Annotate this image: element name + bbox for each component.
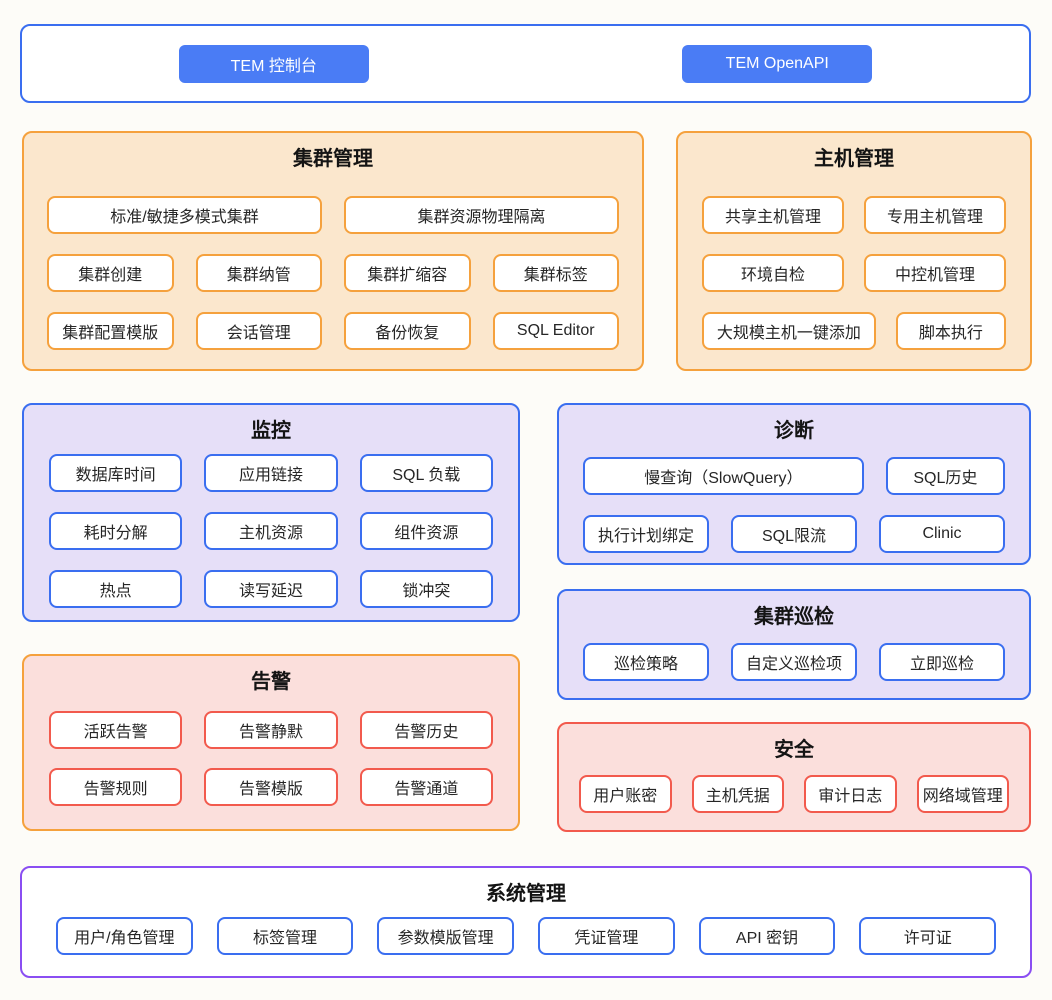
tem-openapi-button[interactable]: TEM OpenAPI (682, 44, 873, 83)
feature-user-credentials[interactable]: 用户账密 (579, 775, 672, 813)
host-row-2: 环境自检 中控机管理 (702, 254, 1006, 292)
feature-cluster-create[interactable]: 集群创建 (47, 254, 174, 292)
feature-read-write-latency[interactable]: 读写延迟 (204, 570, 338, 608)
feature-alert-silence[interactable]: 告警静默 (204, 711, 338, 749)
monitoring-title: 监控 (251, 420, 291, 442)
alerts-row-2: 告警规则 告警模版 告警通道 (49, 768, 493, 806)
feature-database-time[interactable]: 数据库时间 (49, 454, 183, 492)
section-system-management: 系统管理 用户/角色管理 标签管理 参数模版管理 凭证管理 API 密钥 许可证 (20, 866, 1032, 978)
cluster-management-title: 集群管理 (293, 148, 373, 170)
feature-param-template-mgmt[interactable]: 参数模版管理 (377, 917, 515, 955)
section-security: 安全 用户账密 主机凭据 审计日志 网络域管理 (557, 722, 1031, 832)
feature-app-connection[interactable]: 应用链接 (204, 454, 338, 492)
tem-console-button[interactable]: TEM 控制台 (178, 44, 369, 83)
feature-active-alerts[interactable]: 活跃告警 (49, 711, 183, 749)
feature-custom-inspection-items[interactable]: 自定义巡检项 (731, 643, 857, 681)
feature-cluster-scaling[interactable]: 集群扩缩容 (344, 254, 471, 292)
feature-network-domain-mgmt[interactable]: 网络域管理 (916, 775, 1009, 813)
feature-dedicated-host-mgmt[interactable]: 专用主机管理 (864, 196, 1006, 234)
inspection-row-1: 巡检策略 自定义巡检项 立即巡检 (583, 643, 1005, 681)
feature-hotspot[interactable]: 热点 (49, 570, 183, 608)
section-host-management: 主机管理 共享主机管理 专用主机管理 环境自检 中控机管理 大规模主机一键添加 … (676, 131, 1032, 371)
host-row-1: 共享主机管理 专用主机管理 (702, 196, 1006, 234)
monitoring-row-3: 热点 读写延迟 锁冲突 (49, 570, 493, 608)
feature-api-key[interactable]: API 密钥 (698, 917, 836, 955)
monitoring-row-2: 耗时分解 主机资源 组件资源 (49, 512, 493, 550)
diagnosis-title: 诊断 (774, 420, 814, 442)
feature-audit-log[interactable]: 审计日志 (804, 775, 897, 813)
feature-host-credentials[interactable]: 主机凭据 (691, 775, 784, 813)
system-row-1: 用户/角色管理 标签管理 参数模版管理 凭证管理 API 密钥 许可证 (56, 917, 997, 955)
diagnosis-row-1: 慢查询（SlowQuery） SQL历史 (583, 457, 1005, 495)
feature-inspection-policy[interactable]: 巡检策略 (583, 643, 709, 681)
feature-shared-host-mgmt[interactable]: 共享主机管理 (702, 196, 844, 234)
section-cluster-inspection: 集群巡检 巡检策略 自定义巡检项 立即巡检 (557, 589, 1031, 700)
section-monitoring: 监控 数据库时间 应用链接 SQL 负载 耗时分解 主机资源 组件资源 热点 读… (22, 403, 520, 622)
feature-lock-conflict[interactable]: 锁冲突 (359, 570, 493, 608)
feature-script-execution[interactable]: 脚本执行 (895, 312, 1006, 350)
feature-env-self-check[interactable]: 环境自检 (702, 254, 844, 292)
feature-bulk-host-add[interactable]: 大规模主机一键添加 (702, 312, 876, 350)
feature-alert-channels[interactable]: 告警通道 (359, 768, 493, 806)
feature-slow-query[interactable]: 慢查询（SlowQuery） (583, 457, 864, 495)
feature-inspect-now[interactable]: 立即巡检 (879, 643, 1005, 681)
alerts-title: 告警 (251, 671, 291, 693)
entry-bar: TEM 控制台 TEM OpenAPI (20, 24, 1031, 103)
feature-tag-mgmt[interactable]: 标签管理 (216, 917, 354, 955)
feature-cluster-config-template[interactable]: 集群配置模版 (47, 312, 174, 350)
cluster-row-3: 集群配置模版 会话管理 备份恢复 SQL Editor (47, 312, 619, 350)
feature-clinic[interactable]: Clinic (879, 515, 1005, 553)
feature-sql-editor[interactable]: SQL Editor (492, 312, 619, 350)
feature-component-resources[interactable]: 组件资源 (359, 512, 493, 550)
feature-sql-history[interactable]: SQL历史 (885, 457, 1005, 495)
host-management-title: 主机管理 (814, 148, 894, 170)
cluster-row-1: 标准/敏捷多模式集群 集群资源物理隔离 (47, 196, 619, 234)
feature-control-machine-mgmt[interactable]: 中控机管理 (864, 254, 1006, 292)
feature-license[interactable]: 许可证 (859, 917, 997, 955)
security-row-1: 用户账密 主机凭据 审计日志 网络域管理 (579, 775, 1009, 813)
feature-sql-load[interactable]: SQL 负载 (359, 454, 493, 492)
feature-alert-templates[interactable]: 告警模版 (204, 768, 338, 806)
cluster-inspection-title: 集群巡检 (754, 606, 834, 628)
feature-user-role-mgmt[interactable]: 用户/角色管理 (56, 917, 193, 955)
feature-host-resources[interactable]: 主机资源 (204, 512, 338, 550)
feature-backup-restore[interactable]: 备份恢复 (344, 312, 471, 350)
feature-cluster-takeover[interactable]: 集群纳管 (195, 254, 322, 292)
openapi-button-slot: TEM OpenAPI (526, 44, 1030, 83)
feature-alert-history[interactable]: 告警历史 (359, 711, 493, 749)
feature-sql-throttle[interactable]: SQL限流 (731, 515, 857, 553)
feature-time-breakdown[interactable]: 耗时分解 (49, 512, 183, 550)
security-title: 安全 (774, 739, 814, 761)
host-row-3: 大规模主机一键添加 脚本执行 (702, 312, 1006, 350)
feature-credential-mgmt[interactable]: 凭证管理 (538, 917, 675, 955)
system-management-title: 系统管理 (486, 883, 566, 905)
feature-session-management[interactable]: 会话管理 (195, 312, 322, 350)
feature-alert-rules[interactable]: 告警规则 (49, 768, 183, 806)
cluster-row-2: 集群创建 集群纳管 集群扩缩容 集群标签 (47, 254, 619, 292)
monitoring-row-1: 数据库时间 应用链接 SQL 负载 (49, 454, 493, 492)
diagnosis-row-2: 执行计划绑定 SQL限流 Clinic (583, 515, 1005, 553)
feature-cluster-tags[interactable]: 集群标签 (492, 254, 619, 292)
feature-multi-mode-cluster[interactable]: 标准/敏捷多模式集群 (47, 196, 322, 234)
feature-plan-binding[interactable]: 执行计划绑定 (583, 515, 709, 553)
section-diagnosis: 诊断 慢查询（SlowQuery） SQL历史 执行计划绑定 SQL限流 Cli… (557, 403, 1031, 565)
section-alerts: 告警 活跃告警 告警静默 告警历史 告警规则 告警模版 告警通道 (22, 654, 520, 831)
feature-resource-isolation[interactable]: 集群资源物理隔离 (344, 196, 619, 234)
alerts-row-1: 活跃告警 告警静默 告警历史 (49, 711, 493, 749)
section-cluster-management: 集群管理 标准/敏捷多模式集群 集群资源物理隔离 集群创建 集群纳管 集群扩缩容… (22, 131, 644, 371)
console-button-slot: TEM 控制台 (22, 44, 526, 83)
